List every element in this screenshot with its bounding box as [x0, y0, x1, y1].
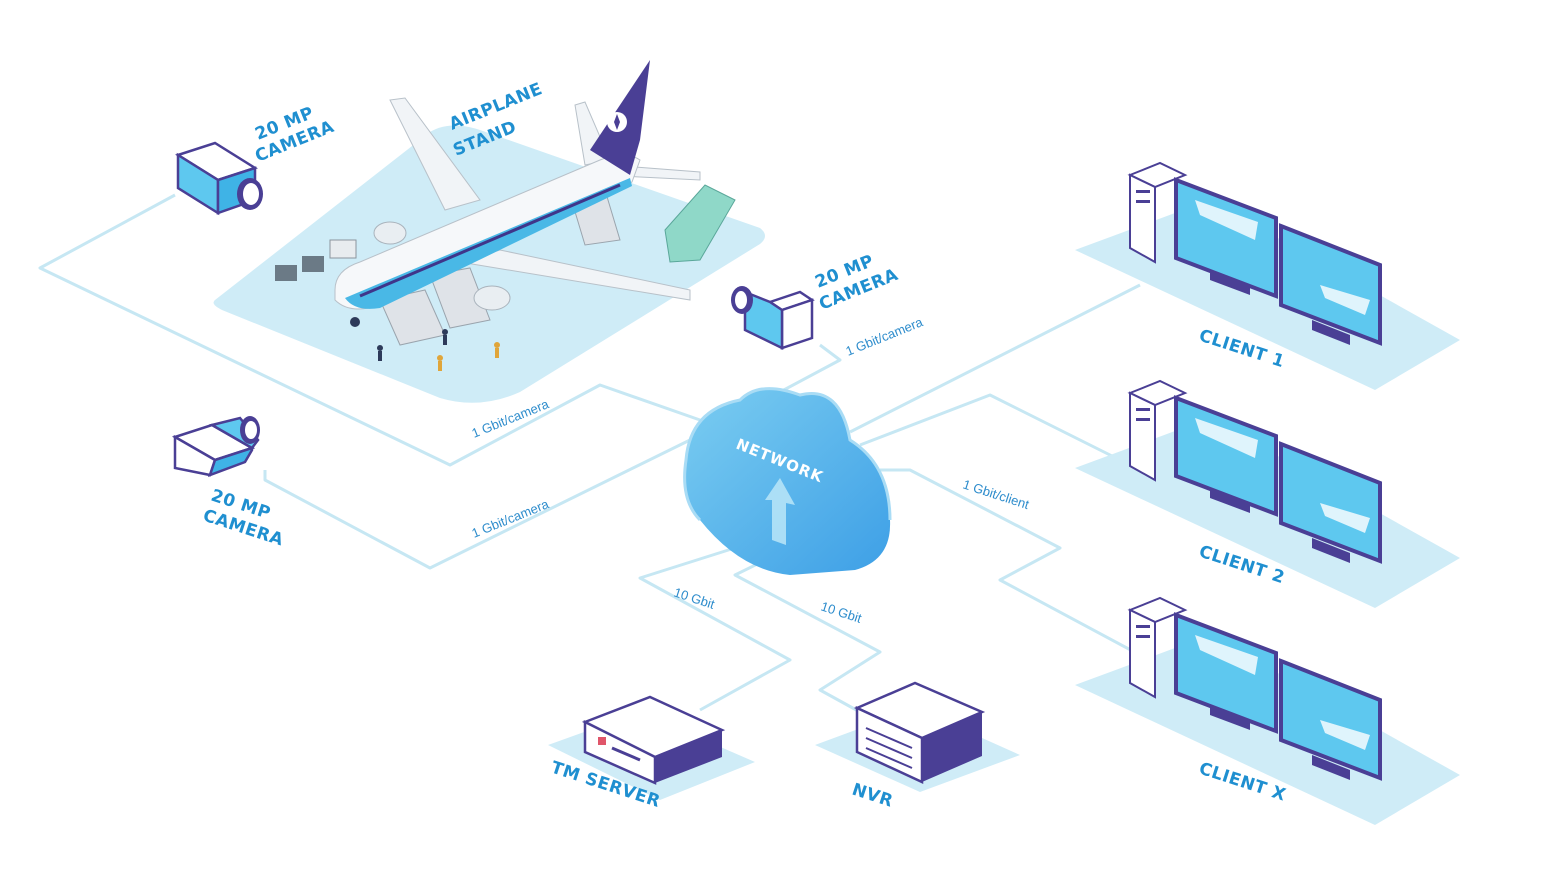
monitor-icon — [1174, 177, 1278, 299]
link-label-clients: 1 Gbit/client — [961, 477, 1031, 513]
workstation-icon — [1127, 379, 1188, 482]
nvr — [815, 681, 1020, 792]
cloud-icon — [683, 387, 892, 575]
nvr-label: NVR — [849, 780, 895, 812]
camera-icon — [175, 141, 263, 216]
server-icon — [581, 695, 726, 785]
client-1 — [1075, 161, 1460, 390]
link-label-camera-bottom-left: 1 Gbit/camera — [470, 496, 552, 541]
monitor-icon — [1279, 658, 1382, 781]
nvr-icon — [853, 681, 986, 784]
workstation-icon — [1127, 596, 1188, 699]
camera-icon — [171, 416, 260, 478]
client-2 — [1075, 379, 1460, 608]
monitor-icon — [1174, 395, 1278, 517]
monitor-icon — [1279, 223, 1382, 346]
client-x — [1075, 596, 1460, 825]
link-label-camera-right: 1 Gbit/camera — [844, 314, 926, 359]
workstation-icon — [1127, 161, 1188, 264]
monitor-icon — [1174, 612, 1278, 734]
connection-lines — [38, 193, 1161, 714]
monitor-icon — [1279, 441, 1382, 564]
airplane-icon — [334, 60, 701, 327]
tm-server — [548, 695, 755, 800]
camera-icon — [731, 286, 815, 350]
